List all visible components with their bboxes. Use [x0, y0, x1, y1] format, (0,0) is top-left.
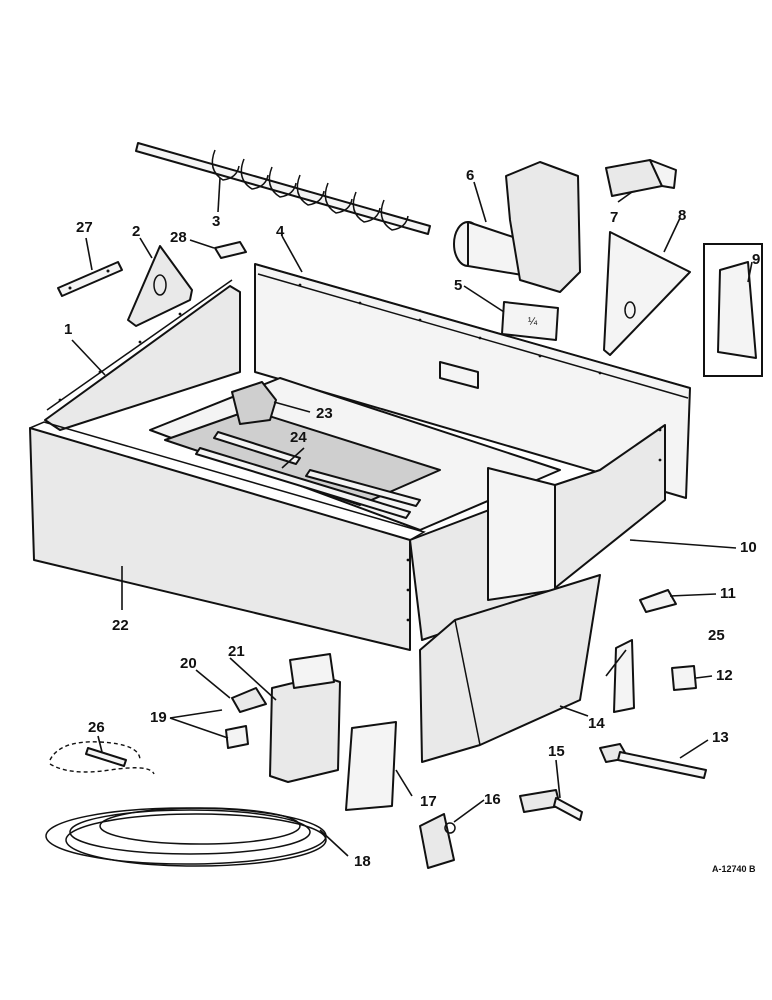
callout-9: 9	[752, 251, 760, 268]
clip-19	[225, 725, 249, 749]
callout-23: 23	[316, 405, 333, 422]
plate-12	[671, 665, 697, 691]
auger-shaft	[135, 142, 431, 235]
panel-25	[613, 639, 635, 713]
callout-13: 13	[712, 729, 729, 746]
callout-28: 28	[170, 229, 187, 246]
reference-code: A-12740 B	[712, 864, 756, 874]
callout-25: 25	[708, 627, 725, 644]
callout-3: 3	[212, 213, 220, 230]
callout-27: 27	[76, 219, 93, 236]
small-plate-11	[639, 589, 677, 613]
callout-26: 26	[88, 719, 105, 736]
decal-plate: ¼	[501, 301, 559, 341]
lever-13	[599, 743, 707, 779]
mount-16	[419, 813, 456, 869]
bracket-15	[519, 789, 583, 821]
callout-11: 11	[720, 585, 736, 602]
discharge-spout	[453, 161, 581, 293]
callout-16: 16	[484, 791, 501, 808]
callout-18: 18	[354, 853, 371, 870]
callout-15: 15	[548, 743, 565, 760]
triangle-bracket	[127, 245, 193, 327]
callout-4: 4	[276, 223, 285, 240]
hopper-box	[29, 263, 691, 763]
drive-housing	[269, 653, 341, 783]
callout-22: 22	[112, 617, 129, 634]
chain	[49, 741, 155, 775]
callout-5: 5	[454, 277, 462, 294]
callout-labels: 1 2 3 4 5 6 7 8 9 10 11 12 13 14 15 16 1…	[64, 167, 760, 870]
small-bracket	[214, 241, 247, 259]
callout-2: 2	[132, 223, 140, 240]
panel-17	[345, 721, 397, 811]
callout-12: 12	[716, 667, 733, 684]
callout-6: 6	[466, 167, 474, 184]
gearbox-bracket	[605, 159, 677, 197]
side-plate	[603, 231, 691, 356]
callout-7: 7	[610, 209, 618, 226]
bracket-20	[231, 687, 267, 713]
callout-14: 14	[588, 715, 605, 732]
strap	[57, 261, 123, 297]
callout-17: 17	[420, 793, 437, 810]
inset-detail	[703, 243, 763, 377]
decal-text: ¼	[528, 316, 538, 328]
leader-lines	[71, 177, 753, 857]
callout-1: 1	[64, 321, 72, 338]
agitator-block	[231, 381, 277, 425]
callout-8: 8	[678, 207, 686, 224]
callout-21: 21	[228, 643, 245, 660]
callout-10: 10	[740, 539, 757, 556]
callout-20: 20	[180, 655, 197, 672]
callout-24: 24	[290, 429, 307, 446]
callout-19: 19	[150, 709, 167, 726]
v-belt	[45, 807, 327, 867]
